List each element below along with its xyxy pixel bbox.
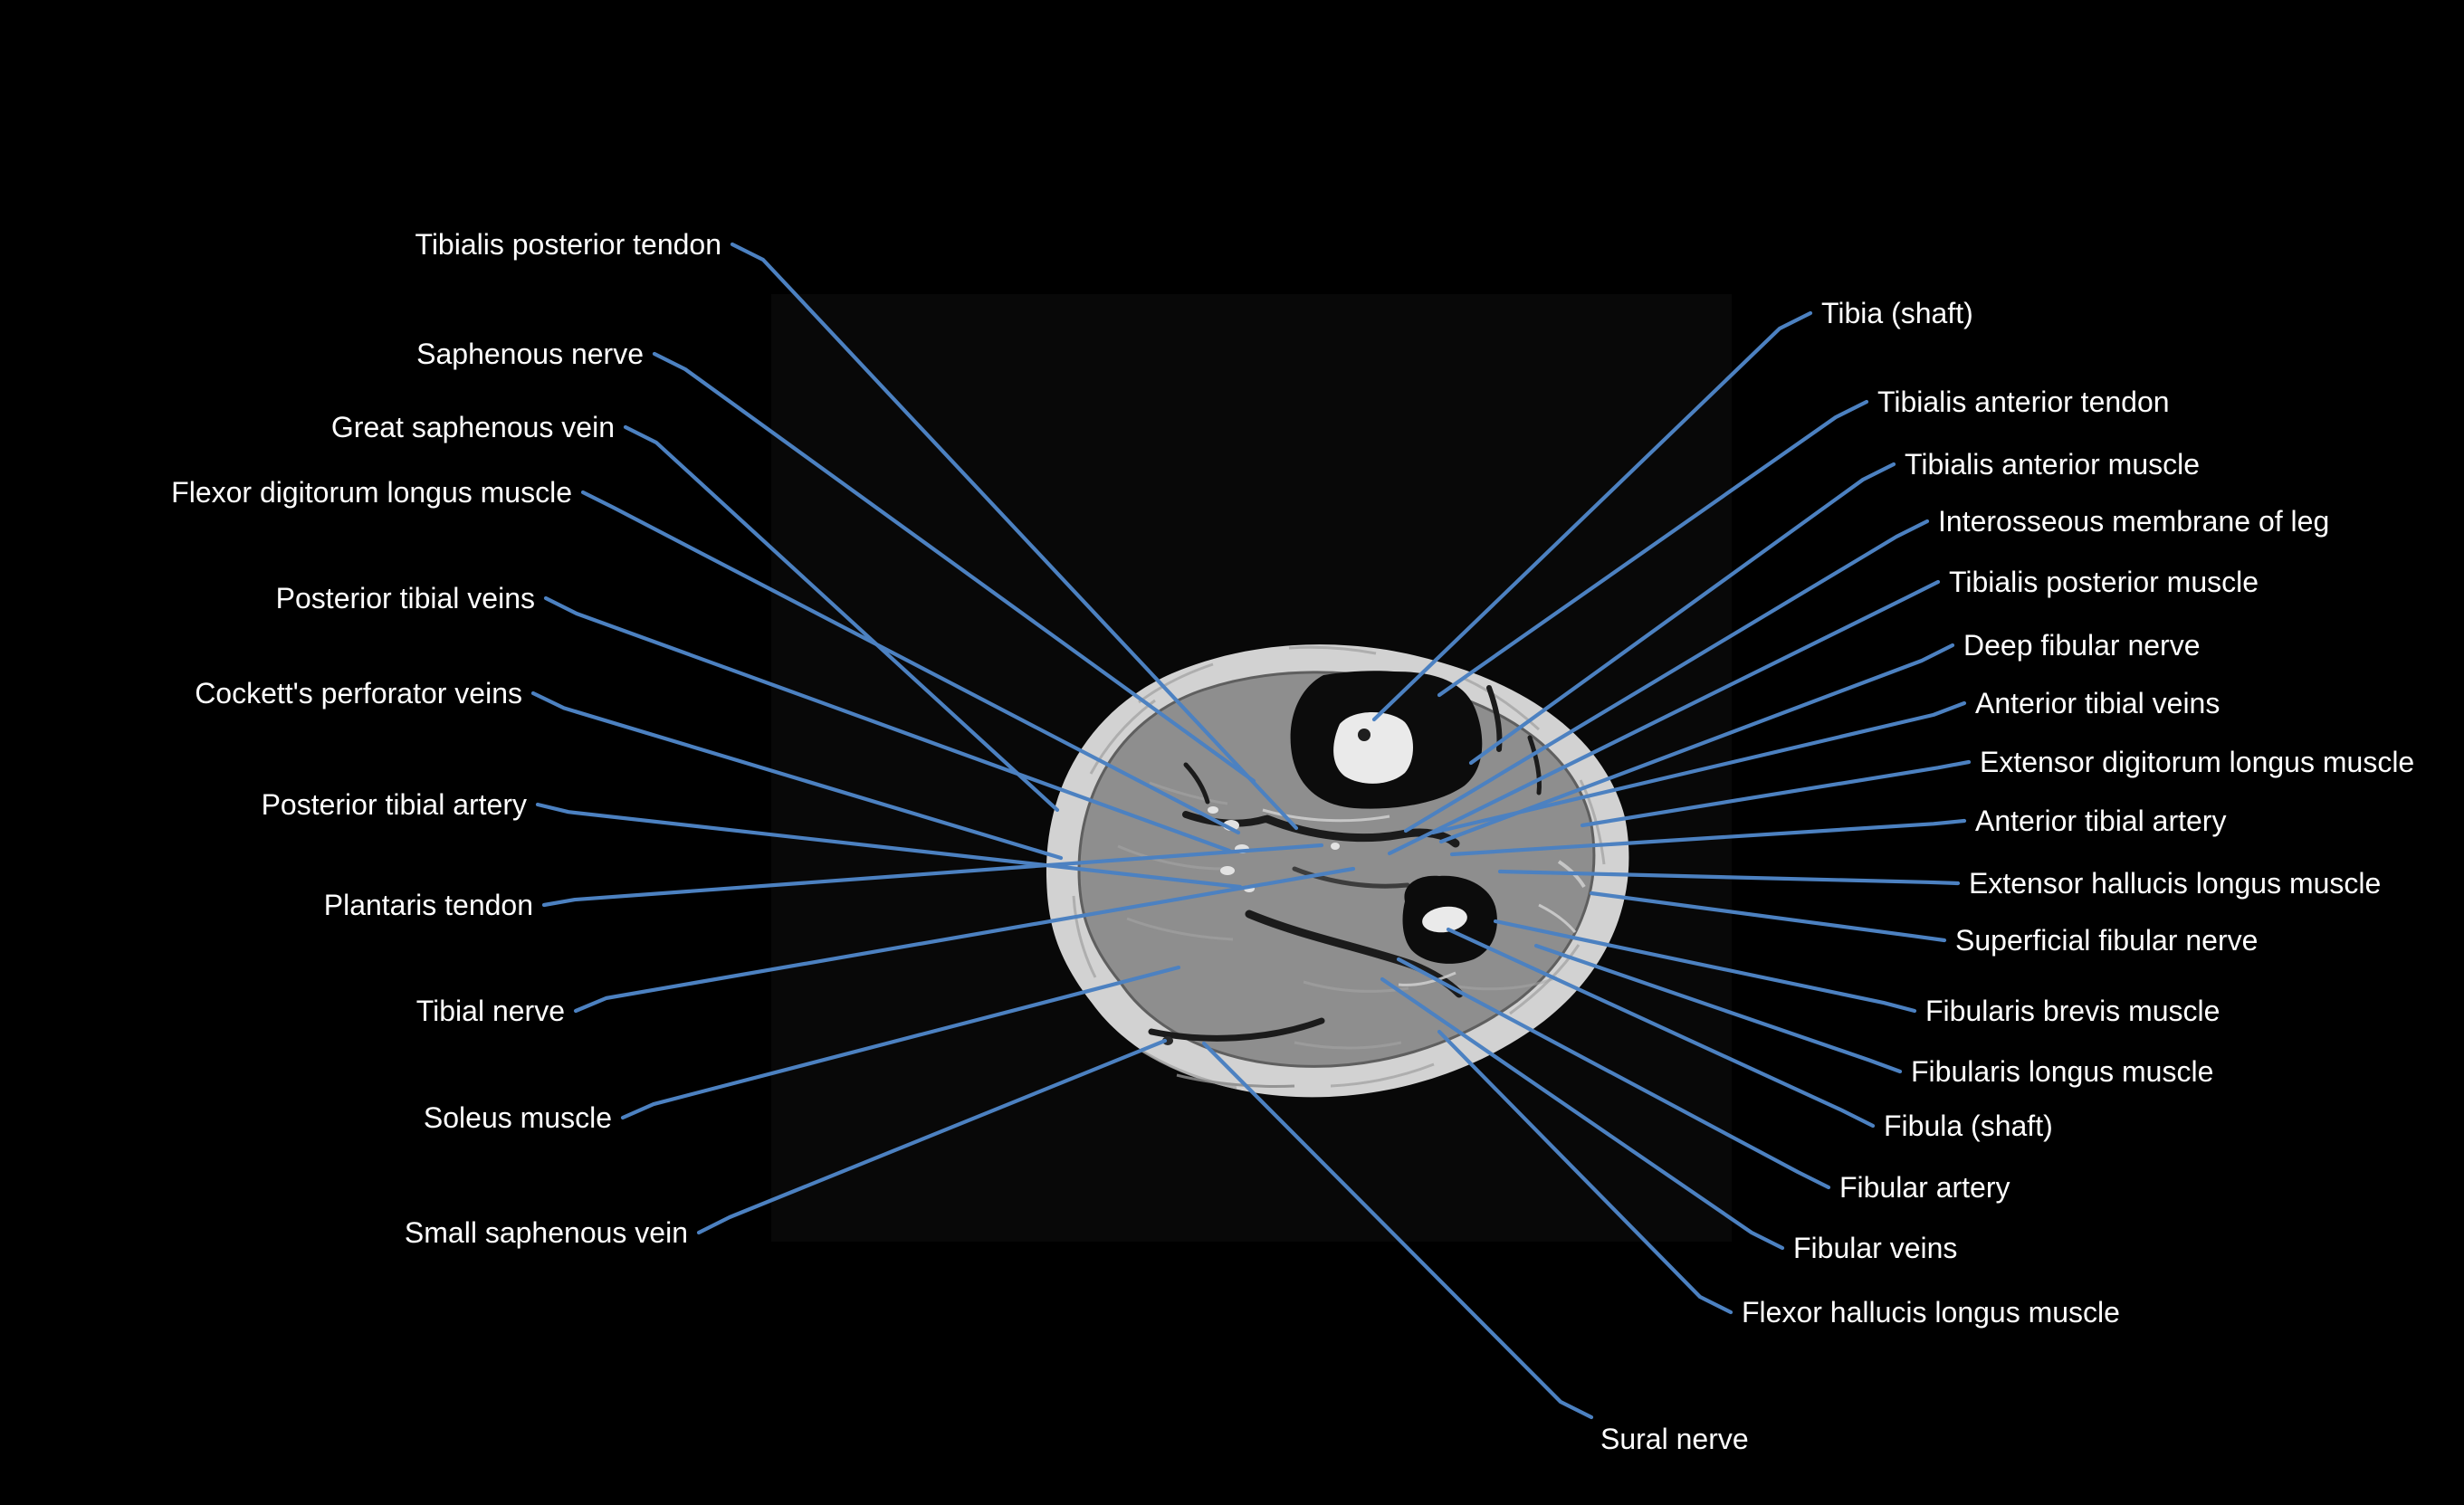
leader-line-extensor-hallucis-longus-muscle xyxy=(1497,869,1961,886)
leader-line-fibula-shaft xyxy=(1446,927,1876,1129)
anatomy-label-tibialis-posterior-muscle: Tibialis posterior muscle xyxy=(1949,566,2259,598)
anatomy-label-fibularis-brevis-muscle: Fibularis brevis muscle xyxy=(1925,995,2220,1027)
anatomy-label-interosseous-membrane-of-leg: Interosseous membrane of leg xyxy=(1938,505,2329,538)
anatomy-label-posterior-tibial-veins: Posterior tibial veins xyxy=(276,582,535,614)
anatomy-label-fibular-veins: Fibular veins xyxy=(1793,1232,1957,1264)
bright-fascia-streaks xyxy=(1262,808,1586,986)
leader-line-tibialis-posterior-muscle xyxy=(1387,579,1941,856)
anatomy-label-great-saphenous-vein: Great saphenous vein xyxy=(331,411,615,443)
anatomy-label-tibialis-anterior-tendon: Tibialis anterior tendon xyxy=(1877,386,2170,418)
leader-line-saphenous-nerve xyxy=(652,351,1256,784)
anatomy-label-soleus-muscle: Soleus muscle xyxy=(424,1101,612,1134)
leader-line-superficial-fibular-nerve xyxy=(1589,891,1947,943)
leader-line-posterior-tibial-artery xyxy=(535,802,1243,890)
anatomy-label-tibialis-posterior-tendon: Tibialis posterior tendon xyxy=(415,228,721,261)
anatomy-label-deep-fibular-nerve: Deep fibular nerve xyxy=(1963,629,2200,662)
anatomy-label-plantaris-tendon: Plantaris tendon xyxy=(324,889,533,921)
leader-line-interosseous-membrane-of-leg xyxy=(1403,519,1930,833)
leader-line-soleus-muscle xyxy=(620,965,1181,1120)
leader-line-tibia-shaft xyxy=(1371,310,1813,722)
anatomy-label-flexor-hallucis-longus-muscle: Flexor hallucis longus muscle xyxy=(1742,1296,2120,1329)
anatomy-label-fibularis-longus-muscle: Fibularis longus muscle xyxy=(1911,1055,2213,1088)
fascial-clefts xyxy=(1148,685,1542,1042)
leader-line-fibular-artery xyxy=(1396,957,1831,1190)
leader-line-tibialis-anterior-muscle xyxy=(1468,462,1896,766)
anatomy-label-tibialis-anterior-muscle: Tibialis anterior muscle xyxy=(1905,448,2200,481)
anatomy-label-sural-nerve: Sural nerve xyxy=(1600,1423,1749,1455)
anatomy-label-tibial-nerve: Tibial nerve xyxy=(416,995,565,1027)
anatomy-label-fibula-shaft: Fibula (shaft) xyxy=(1884,1110,2053,1142)
leader-line-fibularis-longus-muscle xyxy=(1533,943,1903,1074)
anatomy-label-anterior-tibial-veins: Anterior tibial veins xyxy=(1975,687,2220,719)
leader-lines-layer xyxy=(530,242,1972,1420)
leader-line-posterior-tibial-veins xyxy=(543,595,1232,853)
leader-line-fibularis-brevis-muscle xyxy=(1493,919,1917,1014)
tibia-nutrient-vessel xyxy=(1358,729,1370,741)
leader-line-plantaris-tendon xyxy=(541,843,1324,908)
tibia-marrow xyxy=(1333,712,1413,784)
leader-line-deep-fibular-nerve xyxy=(1438,643,1955,844)
leader-line-sural-nerve xyxy=(1201,1041,1594,1420)
leader-line-flexor-digitorum-longus-muscle xyxy=(580,490,1241,835)
leader-line-small-saphenous-vein xyxy=(696,1038,1168,1235)
anatomy-label-flexor-digitorum-longus-muscle: Flexor digitorum longus muscle xyxy=(171,476,572,509)
leader-line-cocketts-perforator-veins xyxy=(530,691,1064,861)
anatomy-label-extensor-digitorum-longus-muscle: Extensor digitorum longus muscle xyxy=(1980,746,2414,778)
anatomy-label-posterior-tibial-artery: Posterior tibial artery xyxy=(262,788,527,821)
leader-line-anterior-tibial-artery xyxy=(1449,818,1967,857)
anatomy-label-cocketts-perforator-veins: Cockett's perforator veins xyxy=(195,677,522,710)
leader-line-tibialis-posterior-tendon xyxy=(730,242,1299,831)
anatomy-label-anterior-tibial-artery: Anterior tibial artery xyxy=(1975,805,2226,837)
leader-line-fibular-veins xyxy=(1380,976,1785,1251)
anatomy-label-saphenous-nerve: Saphenous nerve xyxy=(416,338,644,370)
anatomy-label-extensor-hallucis-longus-muscle: Extensor hallucis longus muscle xyxy=(1969,867,2381,900)
leader-line-flexor-hallucis-longus-muscle xyxy=(1437,1029,1733,1315)
anatomy-label-tibia-shaft: Tibia (shaft) xyxy=(1821,297,1973,329)
leader-line-great-saphenous-vein xyxy=(623,424,1060,813)
anatomy-label-fibular-artery: Fibular artery xyxy=(1839,1171,2010,1204)
leader-line-anterior-tibial-veins xyxy=(1430,700,1967,835)
fat-rim-texture xyxy=(1072,645,1606,1090)
anatomy-label-superficial-fibular-nerve: Superficial fibular nerve xyxy=(1955,924,2258,957)
leader-line-tibial-nerve xyxy=(573,866,1356,1014)
anatomy-label-small-saphenous-vein: Small saphenous vein xyxy=(405,1216,688,1249)
leader-line-extensor-digitorum-longus-muscle xyxy=(1580,759,1972,828)
leader-line-tibialis-anterior-tendon xyxy=(1437,399,1869,698)
fibula-marrow xyxy=(1422,906,1467,933)
